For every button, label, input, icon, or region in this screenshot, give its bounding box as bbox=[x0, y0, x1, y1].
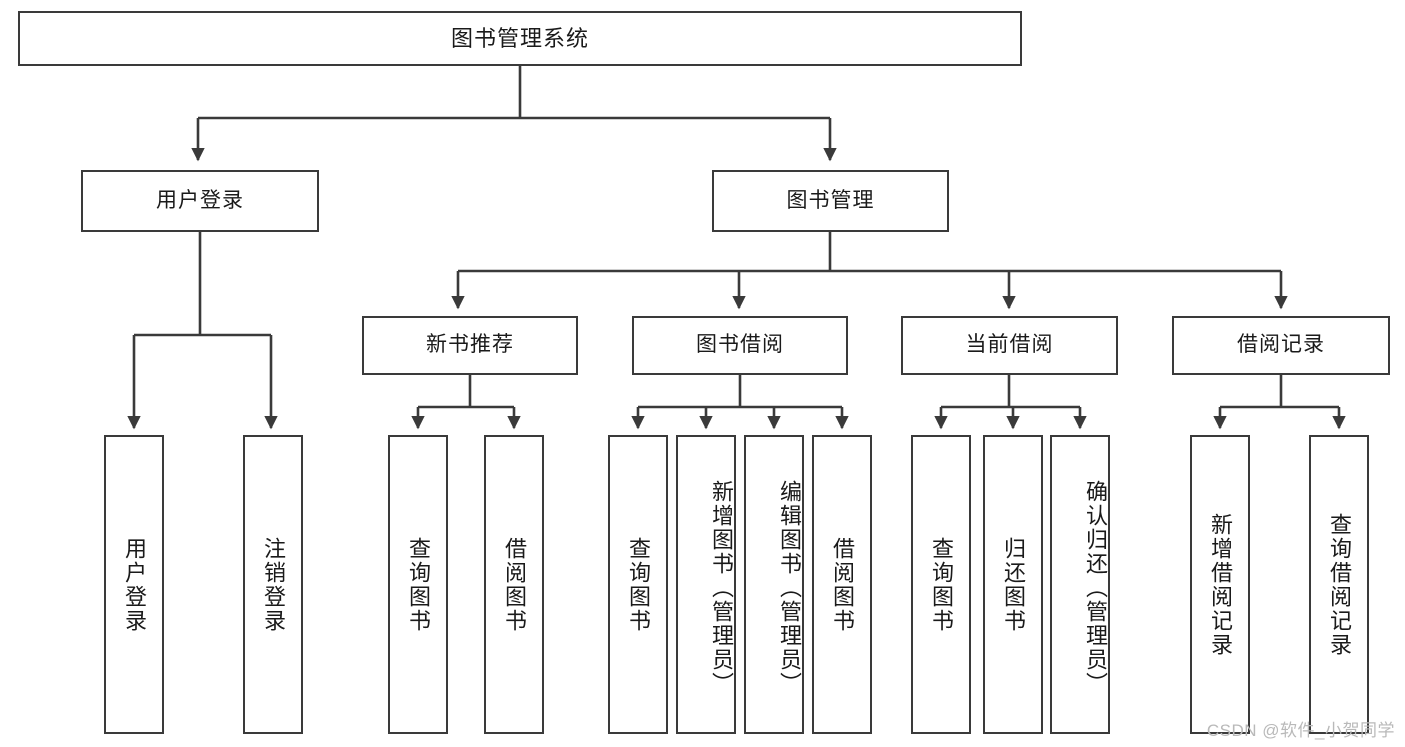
leaf-borrow-edit-book-admin[interactable]: 编辑图书（管理员） bbox=[744, 435, 804, 734]
node-root-system[interactable]: 图书管理系统 bbox=[18, 11, 1022, 66]
leaf-record-query[interactable]: 查询借阅记录 bbox=[1309, 435, 1369, 734]
node-new-book-recommend[interactable]: 新书推荐 bbox=[362, 316, 578, 375]
leaf-user-login[interactable]: 用户登录 bbox=[104, 435, 164, 734]
leaf-current-confirm-return-admin[interactable]: 确认归还（管理员） bbox=[1050, 435, 1110, 734]
leaf-borrow-add-book-admin[interactable]: 新增图书（管理员） bbox=[676, 435, 736, 734]
leaf-current-return-book[interactable]: 归还图书 bbox=[983, 435, 1043, 734]
node-book-borrow[interactable]: 图书借阅 bbox=[632, 316, 848, 375]
csdn-watermark: CSDN @软件_小贺同学 bbox=[1206, 721, 1395, 740]
node-book-management[interactable]: 图书管理 bbox=[712, 170, 949, 232]
leaf-borrow-lend-book[interactable]: 借阅图书 bbox=[812, 435, 872, 734]
node-user-login[interactable]: 用户登录 bbox=[81, 170, 319, 232]
leaf-user-logout[interactable]: 注销登录 bbox=[243, 435, 303, 734]
leaf-current-query-book[interactable]: 查询图书 bbox=[911, 435, 971, 734]
node-current-borrow[interactable]: 当前借阅 bbox=[901, 316, 1118, 375]
leaf-borrow-query-book[interactable]: 查询图书 bbox=[608, 435, 668, 734]
leaf-record-add[interactable]: 新增借阅记录 bbox=[1190, 435, 1250, 734]
leaf-new-query-book[interactable]: 查询图书 bbox=[388, 435, 448, 734]
leaf-new-borrow-book[interactable]: 借阅图书 bbox=[484, 435, 544, 734]
node-borrow-record[interactable]: 借阅记录 bbox=[1172, 316, 1390, 375]
